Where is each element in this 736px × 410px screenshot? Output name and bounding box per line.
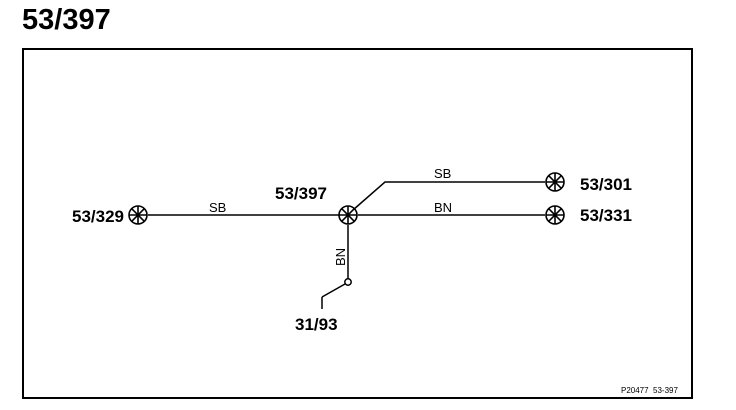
label-left-splice: 53/329 <box>72 207 124 226</box>
label-right-top-splice: 53/301 <box>580 175 632 194</box>
splice-icon-left <box>128 205 148 225</box>
splice-icon-right-top <box>545 172 565 192</box>
ground-switch-arm <box>321 283 346 298</box>
diagram-frame <box>22 48 693 399</box>
label-right-bottom-splice: 53/331 <box>580 206 632 225</box>
ground-terminal-icon <box>344 278 352 286</box>
label-center-splice: 53/397 <box>275 184 327 203</box>
page-title: 53/397 <box>22 4 111 36</box>
wire-label-lower-right: BN <box>434 200 452 215</box>
splice-icon-center <box>338 205 358 225</box>
wire-upper-right <box>352 181 545 211</box>
label-ground-point: 31/93 <box>295 315 338 334</box>
reference-code: P20477 53-397 <box>621 386 678 395</box>
wire-label-down: BN <box>333 248 348 266</box>
wire-label-left: SB <box>209 200 226 215</box>
wire-label-upper-right: SB <box>434 166 451 181</box>
splice-icon-right-bottom <box>545 205 565 225</box>
